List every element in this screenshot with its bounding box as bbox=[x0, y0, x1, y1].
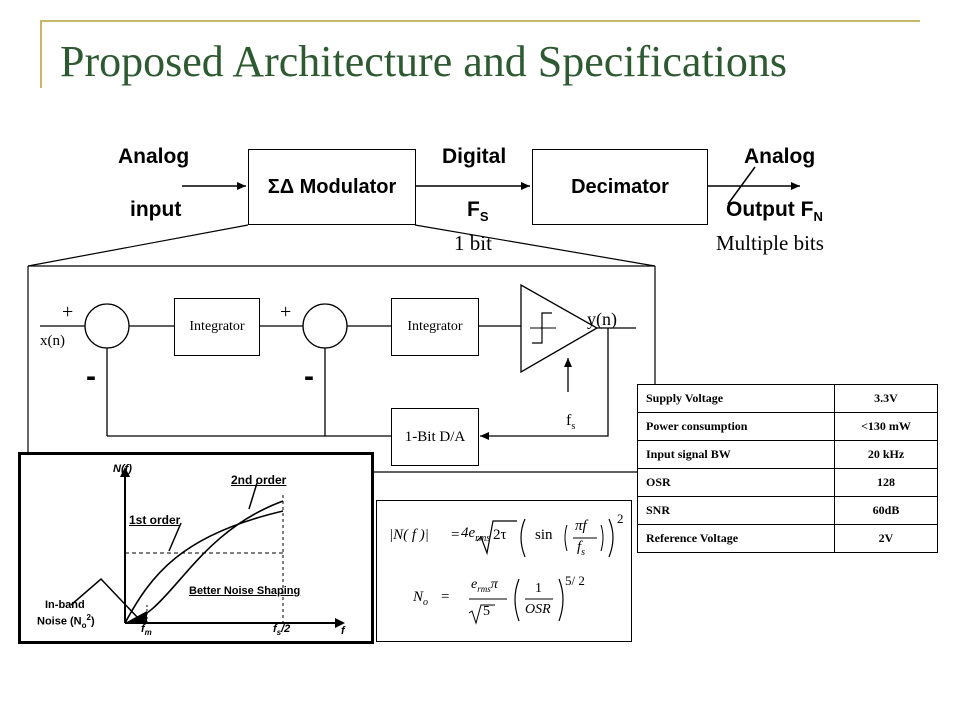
eq1-pi-f: πf bbox=[575, 518, 587, 534]
minus-sign-1: - bbox=[86, 360, 96, 393]
eq1-coefficient: 4erms bbox=[461, 525, 491, 544]
eq2-one: 1 bbox=[535, 581, 542, 596]
formula-svg bbox=[468, 518, 614, 625]
spec-name: Reference Voltage bbox=[637, 524, 835, 553]
one-bit-label: 1 bit bbox=[454, 231, 492, 255]
formula-box: |N( f )| = 4erms 2τ sin πf fs 2 No = erm… bbox=[376, 500, 632, 642]
sigma-delta-modulator-block: ΣΔ Modulator bbox=[248, 149, 416, 225]
first-order-label: 1st order bbox=[129, 513, 181, 527]
noise-y-axis-label: N(f) bbox=[113, 463, 132, 475]
y-n-label: y(n) bbox=[587, 309, 617, 329]
spec-value: 128 bbox=[834, 468, 938, 497]
table-row: Power consumption<130 mW bbox=[637, 412, 938, 441]
eq1-sin: sin bbox=[535, 527, 553, 543]
eq1-lhs: |N( f )| bbox=[389, 527, 429, 543]
decor-top-line bbox=[40, 20, 920, 22]
slide-title: Proposed Architecture and Specifications bbox=[60, 37, 788, 86]
decimator-block: Decimator bbox=[532, 149, 708, 225]
spec-value: 3.3V bbox=[834, 384, 938, 413]
decimator-label: Decimator bbox=[571, 175, 669, 198]
spec-value: 60dB bbox=[834, 496, 938, 525]
analog-input-label-1: Analog bbox=[118, 145, 190, 168]
spec-name: SNR bbox=[637, 496, 835, 525]
eq2-lhs: No bbox=[413, 589, 429, 608]
spec-name: Supply Voltage bbox=[637, 384, 835, 413]
spec-name: Input signal BW bbox=[637, 440, 835, 469]
better-noise-shaping-label: Better Noise Shaping bbox=[189, 585, 301, 597]
eq1-fs: fs bbox=[577, 539, 586, 558]
integrator-1-block: Integrator bbox=[174, 298, 260, 356]
spec-value: 20 kHz bbox=[834, 440, 938, 469]
dac-block: 1-Bit D/A bbox=[391, 408, 479, 466]
noise-plot-svg bbox=[70, 467, 345, 628]
spec-name: OSR bbox=[637, 468, 835, 497]
fs2-label: fs/2 bbox=[273, 623, 291, 638]
eq1-power: 2 bbox=[617, 511, 624, 526]
eq2-equals: = bbox=[441, 589, 450, 605]
x-n-label: x(n) bbox=[40, 333, 65, 349]
decor-left-line bbox=[40, 20, 42, 88]
digital-label: Digital bbox=[442, 145, 507, 168]
modulator-label: ΣΔ Modulator bbox=[267, 175, 397, 198]
analog-input-label-2: input bbox=[130, 198, 182, 221]
plus-sign-1: + bbox=[62, 301, 74, 323]
analog-output-label-1: Analog bbox=[744, 145, 816, 168]
fm-label: fm bbox=[141, 623, 152, 638]
plus-sign-2: + bbox=[280, 301, 292, 323]
multiple-bits-label: Multiple bits bbox=[716, 231, 824, 255]
inband-label-1: In-band bbox=[45, 599, 85, 611]
eq1-root: 2τ bbox=[493, 527, 507, 543]
eq2-numerator: ermsπ bbox=[471, 577, 498, 594]
inband-label-2: Noise (No2) bbox=[37, 613, 95, 630]
integrator-2-block: Integrator bbox=[391, 298, 479, 356]
eq2-osr: OSR bbox=[525, 602, 551, 617]
noise-x-axis-label: f bbox=[341, 625, 345, 637]
eq1-equals: = bbox=[451, 527, 460, 543]
minus-sign-2: - bbox=[304, 360, 314, 393]
eq2-power: 5/ 2 bbox=[565, 573, 585, 588]
fs-label: FS bbox=[467, 198, 489, 225]
second-order-label: 2nd order bbox=[231, 473, 287, 487]
analog-output-label-2: Output FN bbox=[726, 198, 823, 225]
spec-value: <130 mW bbox=[834, 412, 938, 441]
fs-clock-label: fs bbox=[566, 412, 576, 433]
spec-value: 2V bbox=[834, 524, 938, 553]
noise-shaping-plot: N(f) 2nd order 1st order Better Noise Sh… bbox=[18, 452, 374, 644]
eq2-denominator: 5 bbox=[483, 604, 490, 619]
spec-name: Power consumption bbox=[637, 412, 835, 441]
